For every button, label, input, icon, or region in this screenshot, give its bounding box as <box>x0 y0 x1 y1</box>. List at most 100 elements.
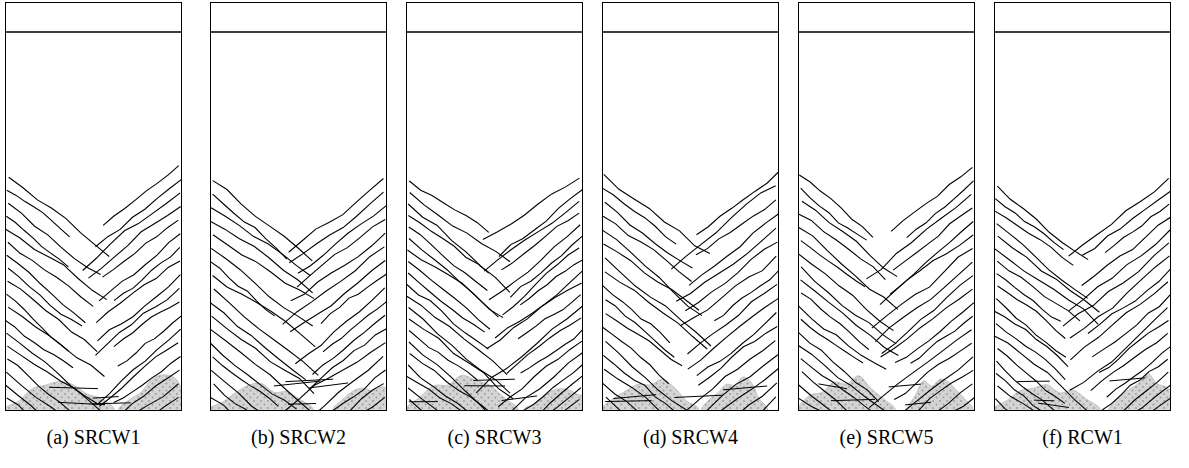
crack-line <box>489 225 580 300</box>
crack-line <box>685 369 778 411</box>
crack-line <box>291 233 386 301</box>
crack-line <box>58 402 105 404</box>
panel-caption: (f) RCW1 <box>1042 426 1123 449</box>
crack-line <box>907 181 974 238</box>
crack-line <box>1084 398 1170 411</box>
crack-line <box>410 354 496 411</box>
crack-line <box>1107 346 1171 397</box>
crack-line <box>484 201 579 271</box>
crack-line <box>613 395 656 399</box>
wall-panel: (d) SRCW4 <box>602 2 779 411</box>
crack-line <box>407 377 484 411</box>
crack-line <box>8 281 98 351</box>
crack-line <box>895 303 974 363</box>
crack-line <box>7 255 86 323</box>
crack-line <box>213 357 279 407</box>
crack-line <box>998 349 1065 404</box>
crack-line <box>799 227 898 309</box>
crack-line <box>7 398 87 411</box>
crack-line <box>997 274 1061 322</box>
top-beam-line <box>210 31 387 33</box>
crack-line <box>210 303 306 380</box>
crack-line <box>996 299 1066 358</box>
crack-line <box>310 370 385 411</box>
crack-line <box>503 248 579 315</box>
crack-line <box>605 202 692 268</box>
crack-line <box>801 188 867 240</box>
crack-line <box>602 383 686 411</box>
crack-line <box>696 200 776 255</box>
crack-line <box>409 181 488 232</box>
crack-line <box>7 346 100 411</box>
crack-line <box>603 286 670 343</box>
crack-line <box>72 384 178 411</box>
crack-line <box>479 399 579 411</box>
crack-line <box>801 359 875 411</box>
panel-caption: (b) SRCW2 <box>251 426 346 449</box>
wall-panel-art <box>405 32 612 468</box>
crack-line <box>1017 381 1049 382</box>
top-beam-line <box>406 31 583 33</box>
crack-line <box>8 242 93 306</box>
crack-line <box>1082 217 1171 285</box>
spalling-area <box>119 375 182 411</box>
crack-line <box>880 235 973 305</box>
crack-line <box>689 214 778 285</box>
crack-line <box>103 166 179 226</box>
crack-line <box>96 261 180 323</box>
crack-line <box>831 399 875 400</box>
crack-line <box>214 289 318 375</box>
crack-line <box>1069 230 1170 311</box>
crack-line <box>520 260 583 305</box>
crack-line <box>889 384 973 411</box>
crack-line <box>49 387 98 388</box>
wall-panel-art <box>4 32 208 468</box>
crack-line <box>408 204 510 292</box>
crack-line <box>697 312 777 375</box>
crack-line <box>285 343 385 411</box>
crack-line <box>818 384 847 389</box>
crack-line <box>799 214 885 279</box>
crack-line <box>114 356 181 402</box>
crack-line <box>881 289 973 357</box>
wall-panel-art <box>209 32 412 468</box>
crack-line <box>274 381 320 386</box>
crack-line <box>297 220 385 288</box>
crack-line <box>83 193 181 271</box>
crack-line <box>1070 256 1170 338</box>
crack-line <box>483 353 583 411</box>
crack-line <box>1038 403 1069 407</box>
crack-line <box>687 341 775 410</box>
crack-line <box>676 228 776 301</box>
crack-line <box>897 370 973 411</box>
crack-line <box>994 311 1068 366</box>
crack-line <box>473 379 515 380</box>
crack-line <box>409 401 438 402</box>
crack-line <box>213 181 312 261</box>
crack-line <box>602 230 702 315</box>
crack-line <box>603 188 677 244</box>
crack-line <box>1088 269 1171 334</box>
crack-line <box>677 397 776 411</box>
crack-line <box>298 206 386 273</box>
crack-line <box>604 369 701 411</box>
crack-line <box>88 206 180 278</box>
crack-line <box>1069 178 1169 256</box>
crack-line <box>7 190 70 237</box>
crack-line <box>407 250 503 318</box>
crack-line <box>911 316 973 363</box>
crack-line <box>723 386 767 390</box>
crack-line <box>801 319 863 363</box>
crack-line <box>8 203 100 274</box>
crack-line <box>6 372 111 411</box>
crack-line <box>114 247 180 300</box>
crack-line <box>95 179 181 247</box>
panel-caption: (d) SRCW4 <box>643 426 738 449</box>
crack-line <box>802 372 879 411</box>
crack-line <box>998 386 1089 411</box>
crack-line <box>1091 333 1168 390</box>
crack-line <box>118 316 182 366</box>
crack-line <box>483 178 580 239</box>
